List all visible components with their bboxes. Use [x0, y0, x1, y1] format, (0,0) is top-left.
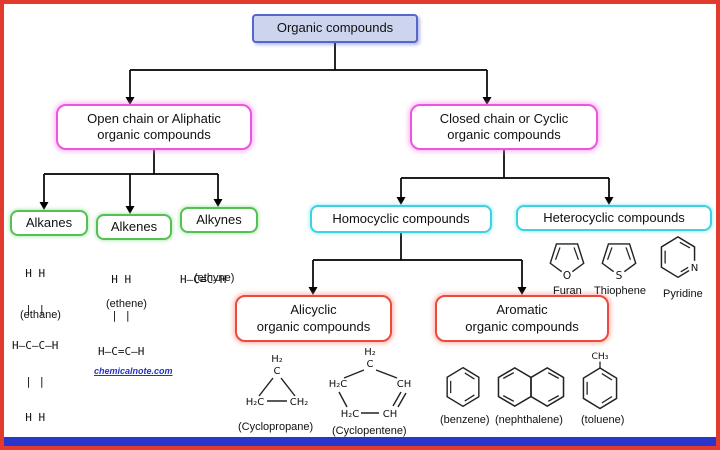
- cyclopentene-caption: (Cyclopentene): [332, 425, 407, 437]
- cyclopropane-top-sub: H₂: [271, 354, 283, 365]
- ethene-line: H H: [98, 273, 132, 286]
- node-open-chain-line2: organic compounds: [97, 127, 211, 142]
- cyclopentene-top-atom: C: [367, 359, 374, 370]
- cyclopropane-top-atom: C: [274, 366, 281, 377]
- ethyne-caption: (ethyne): [194, 272, 235, 284]
- node-aromatic: Aromatic organic compounds: [435, 295, 609, 342]
- node-open-chain: Open chain or Aliphatic organic compound…: [56, 104, 252, 150]
- ethene-line: H—C=C—H: [98, 345, 145, 358]
- ethene-line: | |: [98, 309, 132, 322]
- node-alkanes: Alkanes: [10, 210, 88, 236]
- thiophene-caption: Thiophene: [594, 285, 646, 297]
- node-alkenes: Alkenes: [96, 214, 172, 240]
- ethane-line: H H: [12, 411, 46, 424]
- furan-structure: O: [545, 235, 589, 281]
- toluene-methyl-label: CH₃: [591, 351, 608, 362]
- node-aromatic-line1: Aromatic: [496, 302, 548, 318]
- furan-caption: Furan: [553, 285, 582, 297]
- node-aromatic-line2: organic compounds: [465, 318, 579, 334]
- benzene-structure: [440, 365, 486, 409]
- node-closed-chain: Closed chain or Cyclic organic compounds: [410, 104, 598, 150]
- node-alkynes: Alkynes: [180, 207, 258, 233]
- node-closed-chain-line1: Closed chain or Cyclic: [439, 110, 569, 126]
- node-homocyclic: Homocyclic compounds: [310, 205, 492, 233]
- ethane-line: | |: [12, 303, 46, 316]
- cyclopentene-top-sub: H₂: [364, 347, 376, 358]
- footer-bar: [4, 437, 716, 446]
- toluene-caption: (toluene): [581, 414, 625, 426]
- cyclopropane-bottom-right: CH₂: [290, 397, 309, 408]
- node-alicyclic: Alicyclic organic compounds: [235, 295, 392, 342]
- toluene-structure: CH₃: [577, 349, 623, 411]
- cyclopentene-bottom-right: CH: [383, 409, 398, 420]
- ethane-structure: H H | | H—C—C—H | | H H: [12, 244, 59, 446]
- ethene-structure: H H | | H—C=C—H: [98, 250, 144, 382]
- cyclopropane-structure: H₂ C H₂C CH₂: [242, 352, 312, 416]
- naphthalene-caption: (nephthalene): [495, 414, 563, 426]
- ethene-caption: (ethene): [106, 298, 147, 310]
- ethyne-line: H—C≡C—H: [180, 273, 227, 286]
- ethane-line: H—C—C—H: [12, 339, 59, 352]
- cyclopentene-left: H₂C: [329, 379, 348, 390]
- pyridine-caption: Pyridine: [663, 288, 703, 300]
- cyclopentene-bottom-left: H₂C: [341, 409, 360, 420]
- thiophene-structure: S: [597, 235, 641, 281]
- ethane-line: H H: [12, 267, 46, 280]
- thiophene-sulfur-label: S: [616, 270, 623, 281]
- node-organic-compounds: Organic compounds: [252, 14, 418, 43]
- cyclopropane-bottom-left: H₂C: [246, 397, 265, 408]
- pyridine-structure: N: [655, 233, 701, 283]
- node-closed-chain-line2: organic compounds: [447, 127, 561, 142]
- ethyne-structure: H—C≡C—H: [180, 250, 226, 310]
- naphthalene-structure: [494, 365, 568, 409]
- node-open-chain-line1: Open chain or Aliphatic: [87, 110, 221, 126]
- cyclopentene-structure: H₂ C H₂C CH H₂C CH: [324, 346, 416, 424]
- furan-oxygen-label: O: [563, 270, 571, 281]
- benzene-caption: (benzene): [440, 414, 490, 426]
- node-alicyclic-line1: Alicyclic: [290, 302, 337, 318]
- cyclopentene-right: CH: [397, 379, 412, 390]
- node-heterocyclic: Heterocyclic compounds: [516, 205, 712, 231]
- pyridine-nitrogen-label: N: [691, 263, 699, 274]
- node-alicyclic-line2: organic compounds: [256, 318, 371, 334]
- watermark-link[interactable]: chemicalnote.com: [94, 366, 173, 376]
- ethane-line: | |: [12, 375, 46, 388]
- cyclopropane-caption: (Cyclopropane): [238, 421, 314, 433]
- ethane-caption: (ethane): [20, 309, 61, 321]
